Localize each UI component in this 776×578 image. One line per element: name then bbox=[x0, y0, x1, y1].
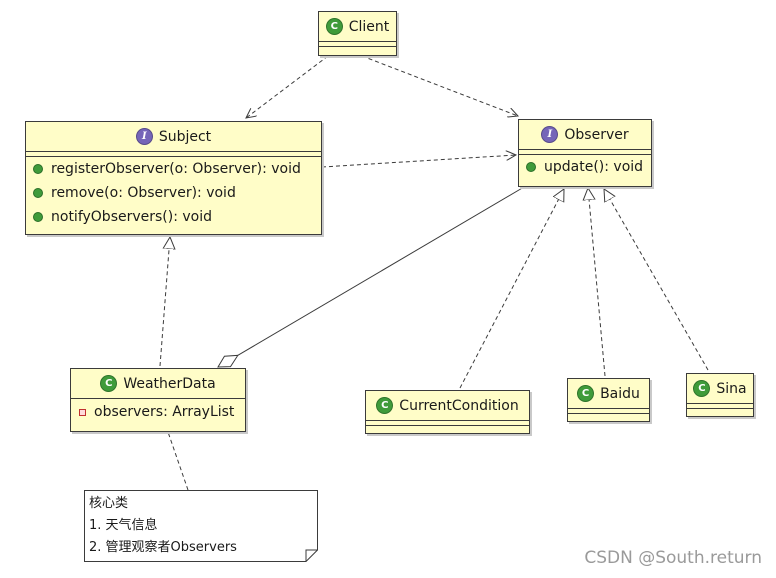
class-name: Sina bbox=[716, 380, 747, 397]
watermark: CSDN @South.return bbox=[584, 548, 762, 568]
currentcondition-class-header: C CurrentCondition bbox=[366, 391, 529, 421]
method-signature: update(): void bbox=[544, 159, 644, 175]
class-name: Baidu bbox=[600, 385, 640, 402]
edge-weatherdata-observer bbox=[218, 186, 525, 367]
class-icon: C bbox=[376, 397, 394, 414]
class-name: CurrentCondition bbox=[399, 397, 519, 414]
note-line: 核心类 bbox=[89, 496, 129, 511]
attributes-compartment bbox=[687, 404, 753, 409]
note-text: 核心类 1. 天气信息 2. 管理观察者Observers bbox=[89, 493, 237, 559]
class-icon: C bbox=[325, 18, 343, 35]
method-item: registerObserver(o: Observer): void bbox=[26, 157, 321, 181]
class-name: Client bbox=[348, 18, 390, 35]
edge-weatherdata-subject bbox=[159, 237, 170, 367]
class-icon: C bbox=[693, 380, 711, 397]
private-field-icon bbox=[79, 408, 86, 416]
public-method-icon bbox=[33, 188, 43, 198]
class-name: WeatherData bbox=[123, 375, 216, 392]
interface-name: Observer bbox=[564, 126, 629, 143]
edge-currentcondition-observer bbox=[459, 189, 564, 389]
method-item: notifyObservers(): void bbox=[26, 205, 321, 229]
attributes-compartment bbox=[568, 409, 649, 414]
public-method-icon bbox=[33, 212, 43, 222]
observer-interface-header: I Observer bbox=[519, 120, 651, 150]
edge-subject-observer bbox=[321, 155, 516, 168]
client-class-header: C Client bbox=[319, 12, 396, 42]
attribute-signature: observers: ArrayList bbox=[94, 404, 235, 420]
edge-client-subject bbox=[246, 55, 329, 118]
interface-name: Subject bbox=[158, 128, 212, 145]
edge-client-observer bbox=[361, 55, 518, 116]
observer-interface-box[interactable]: I Observer update(): void bbox=[518, 119, 652, 187]
note-shape bbox=[84, 490, 318, 562]
attributes-compartment bbox=[319, 42, 396, 47]
interface-icon: I bbox=[135, 128, 153, 145]
baidu-class-box[interactable]: C Baidu bbox=[567, 378, 650, 422]
interface-icon: I bbox=[541, 126, 559, 143]
edge-baidu-observer bbox=[588, 188, 606, 377]
method-item: update(): void bbox=[519, 155, 651, 179]
attribute-item: observers: ArrayList bbox=[71, 399, 245, 425]
class-icon: C bbox=[100, 375, 118, 392]
weatherdata-class-header: C WeatherData bbox=[71, 369, 245, 399]
note-line: 1. 天气信息 bbox=[89, 518, 158, 533]
client-class-box[interactable]: C Client bbox=[318, 11, 397, 56]
method-item: remove(o: Observer): void bbox=[26, 181, 321, 205]
note[interactable]: 核心类 1. 天气信息 2. 管理观察者Observers bbox=[84, 490, 318, 562]
sina-class-box[interactable]: C Sina bbox=[686, 373, 754, 417]
public-method-icon bbox=[33, 164, 43, 174]
attributes-compartment bbox=[366, 421, 529, 426]
attributes-compartment bbox=[26, 152, 321, 157]
subject-interface-header: I Subject bbox=[26, 122, 321, 152]
weatherdata-class-box[interactable]: C WeatherData observers: ArrayList bbox=[70, 368, 246, 432]
edge-sina-observer bbox=[604, 189, 709, 371]
method-signature: notifyObservers(): void bbox=[51, 209, 213, 225]
sina-class-header: C Sina bbox=[687, 374, 753, 404]
currentcondition-class-box[interactable]: C CurrentCondition bbox=[365, 390, 530, 434]
method-signature: remove(o: Observer): void bbox=[51, 185, 236, 201]
method-signature: registerObserver(o: Observer): void bbox=[51, 161, 301, 177]
edge-note-weatherdata bbox=[167, 431, 189, 491]
baidu-class-header: C Baidu bbox=[568, 379, 649, 409]
public-method-icon bbox=[526, 162, 536, 172]
note-line: 2. 管理观察者Observers bbox=[89, 540, 237, 555]
subject-interface-box[interactable]: I Subject registerObserver(o: Observer):… bbox=[25, 121, 322, 235]
attributes-compartment bbox=[519, 150, 651, 155]
class-icon: C bbox=[577, 385, 595, 402]
